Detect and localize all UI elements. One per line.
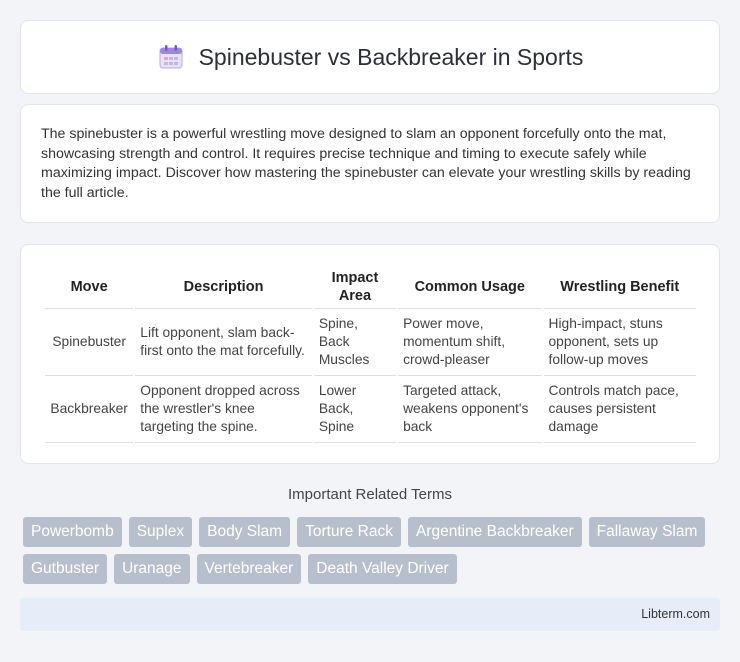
table-row: Spinebuster Lift opponent, slam back-fir… — [45, 309, 696, 376]
related-term-tag[interactable]: Powerbomb — [23, 517, 122, 547]
table-row: Backbreaker Opponent dropped across the … — [45, 376, 696, 443]
related-term-tag[interactable]: Gutbuster — [23, 554, 108, 584]
related-term-tag[interactable]: Torture Rack — [297, 517, 401, 547]
page-header: Spinebuster vs Backbreaker in Sports — [20, 20, 720, 94]
footer: Libterm.com — [20, 598, 720, 631]
column-header-description: Description — [135, 265, 312, 309]
related-term-tag[interactable]: Vertebreaker — [196, 554, 302, 584]
related-terms-title: Important Related Terms — [288, 486, 452, 503]
intro-card: The spinebuster is a powerful wrestling … — [20, 104, 720, 223]
table-header-row: Move Description Impact Area Common Usag… — [45, 265, 696, 309]
page-title: Spinebuster vs Backbreaker in Sports — [198, 43, 584, 70]
cell-move: Spinebuster — [45, 309, 134, 376]
cell-impact-area: Lower Back, Spine — [313, 376, 397, 443]
footer-site-link[interactable]: Libterm.com — [641, 607, 710, 621]
intro-text: The spinebuster is a powerful wrestling … — [41, 126, 691, 201]
column-header-impact-area: Impact Area — [313, 265, 397, 309]
related-term-tag[interactable]: Uranage — [114, 554, 190, 584]
related-terms-list: Powerbomb Suplex Body Slam Torture Rack … — [23, 517, 723, 591]
cell-wrestling-benefit: High-impact, stuns opponent, sets up fol… — [543, 309, 696, 376]
cell-impact-area: Spine, Back Muscles — [313, 309, 397, 376]
cell-wrestling-benefit: Controls match pace, causes persistent d… — [543, 376, 696, 443]
cell-move: Backbreaker — [45, 376, 134, 443]
column-header-move: Move — [45, 265, 134, 309]
comparison-table: Move Description Impact Area Common Usag… — [43, 265, 698, 443]
cell-description: Opponent dropped across the wrestler's k… — [135, 376, 312, 443]
related-term-tag[interactable]: Suplex — [128, 517, 193, 547]
column-header-common-usage: Common Usage — [398, 265, 542, 309]
cell-common-usage: Power move, momentum shift, crowd-please… — [398, 309, 542, 376]
column-header-wrestling-benefit: Wrestling Benefit — [543, 265, 696, 309]
comparison-card: Move Description Impact Area Common Usag… — [20, 244, 720, 464]
related-term-tag[interactable]: Fallaway Slam — [588, 517, 706, 547]
calendar-icon — [159, 45, 183, 69]
cell-description: Lift opponent, slam back-first onto the … — [135, 309, 312, 376]
related-term-tag[interactable]: Argentine Backbreaker — [407, 517, 582, 547]
related-term-tag[interactable]: Body Slam — [199, 517, 291, 547]
cell-common-usage: Targeted attack, weakens opponent's back — [398, 376, 542, 443]
related-term-tag[interactable]: Death Valley Driver — [308, 554, 457, 584]
